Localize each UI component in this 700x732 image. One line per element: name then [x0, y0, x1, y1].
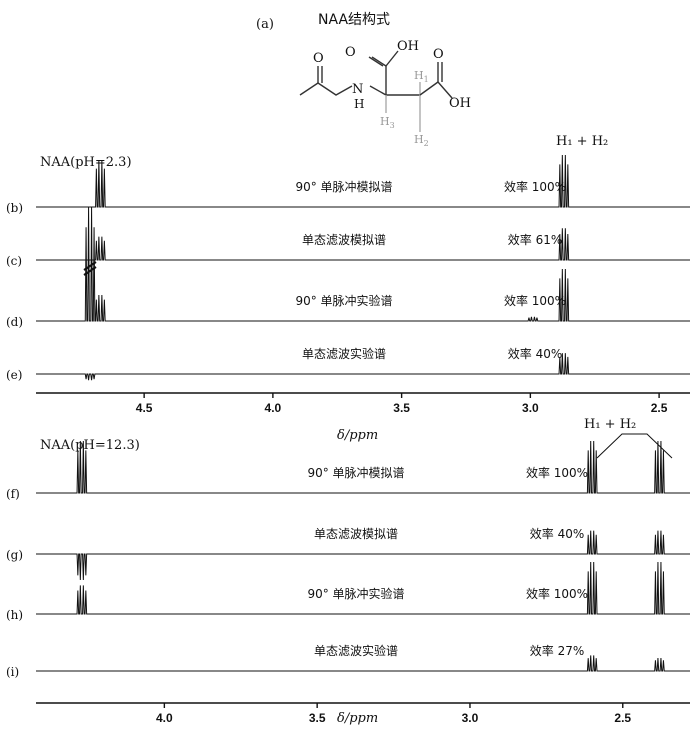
trace-name: 单态滤波实验谱	[302, 346, 386, 361]
trace-tag: (d)	[6, 315, 23, 329]
trace-efficiency: 效率 100%	[526, 586, 588, 601]
peak-label-bottom: H₁ + H₂	[584, 417, 636, 432]
trace-name: 90° 单脉冲模拟谱	[295, 179, 392, 194]
x-tick-label: 2.5	[651, 401, 668, 415]
trace-name: 90° 单脉冲实验谱	[307, 586, 404, 601]
spectrum-line	[36, 561, 690, 615]
trace-name: 90° 单脉冲模拟谱	[307, 465, 404, 480]
x-tick-label: 4.0	[265, 401, 282, 415]
spectrum-line	[36, 655, 690, 672]
sample-label-top: NAA(pH=2.3)	[40, 155, 132, 170]
trace-g: (g) 单态滤波模拟谱 效率 40%	[6, 526, 690, 581]
trace-tag: (h)	[6, 608, 23, 622]
trace-tag: (i)	[6, 665, 19, 679]
trace-efficiency: 效率 40%	[508, 346, 563, 361]
trace-name: 单态滤波实验谱	[314, 643, 398, 658]
atom-o-right: O	[433, 47, 444, 62]
sample-label-bottom: NAA(pH=12.3)	[40, 438, 140, 453]
atom-h3: H3	[380, 115, 395, 130]
trace-c: (c) 单态滤波模拟谱 效率 61%	[6, 228, 690, 268]
peak-label-connector	[596, 433, 673, 459]
structure-title: NAA结构式	[318, 12, 390, 28]
spectrum-line	[36, 440, 690, 494]
trace-efficiency: 效率 100%	[504, 293, 566, 308]
trace-tag: (c)	[6, 254, 22, 268]
trace-b: (b) 90° 单脉冲模拟谱 效率 100%	[6, 154, 690, 215]
spectrum-line	[36, 530, 690, 581]
spectrum-line	[36, 228, 690, 261]
trace-tag: (g)	[6, 548, 23, 562]
x-tick-label: 3.0	[462, 711, 479, 725]
x-tick-label: 4.0	[156, 711, 173, 725]
trace-name: 单态滤波模拟谱	[302, 233, 386, 247]
spectrum-line	[36, 206, 690, 322]
x-axis-label-top: δ/ppm	[337, 428, 378, 443]
trace-d: (d) 90° 单脉冲实验谱 效率 100%	[6, 206, 690, 329]
figure-label: (a)	[256, 17, 274, 32]
bottom-panel: NAA(pH=12.3) H₁ + H₂ 4.0 3.5 3.0 2.5 (f) 90°…	[6, 417, 690, 726]
trace-efficiency: 效率 27%	[530, 643, 585, 658]
trace-tag: (e)	[6, 368, 22, 382]
trace-i: (i) 单态滤波实验谱 效率 27%	[6, 643, 690, 679]
trace-h: (h) 90° 单脉冲实验谱 效率 100%	[6, 561, 690, 622]
trace-f: (f) 90° 单脉冲模拟谱 效率 100%	[6, 440, 690, 501]
trace-efficiency: 效率 100%	[526, 465, 588, 480]
atom-nh-h: H	[354, 97, 364, 111]
trace-efficiency: 效率 100%	[504, 179, 566, 194]
trace-name: 单态滤波模拟谱	[314, 527, 398, 541]
trace-efficiency: 效率 61%	[508, 232, 563, 247]
trace-tag: (b)	[6, 201, 23, 215]
top-panel: NAA(pH=2.3) H₁ + H₂ 4.5 4.0 3.5 3.0 2.5 (b) 9…	[6, 134, 690, 443]
atom-o-carboxyl-top: O	[345, 45, 356, 60]
x-axis-label-bottom: δ/ppm	[337, 711, 378, 726]
trace-efficiency: 效率 40%	[530, 526, 585, 541]
atom-oh-top: OH	[397, 39, 419, 54]
atom-h1: H1	[414, 69, 429, 84]
trace-e: (e) 单态滤波实验谱 效率 40%	[6, 346, 690, 382]
atom-oh-right: OH	[449, 96, 471, 111]
trace-tag: (f)	[6, 487, 20, 501]
x-tick-label: 3.5	[393, 401, 410, 415]
axis-break-mark	[83, 261, 97, 276]
spectrum-line	[36, 353, 690, 381]
x-tick-label: 4.5	[136, 401, 153, 415]
x-tick-label: 2.5	[614, 711, 631, 725]
x-tick-label: 3.5	[309, 711, 326, 725]
peak-label-top: H₁ + H₂	[556, 134, 608, 149]
x-tick-label: 3.0	[522, 401, 539, 415]
trace-name: 90° 单脉冲实验谱	[295, 293, 392, 308]
spectrum-line	[36, 154, 690, 208]
atom-n: N	[352, 82, 363, 97]
atom-h2: H2	[414, 133, 429, 148]
naa-molecule: O N H O OH O OH H1 H2 H3	[299, 39, 471, 148]
atom-o-acetyl: O	[313, 51, 324, 66]
